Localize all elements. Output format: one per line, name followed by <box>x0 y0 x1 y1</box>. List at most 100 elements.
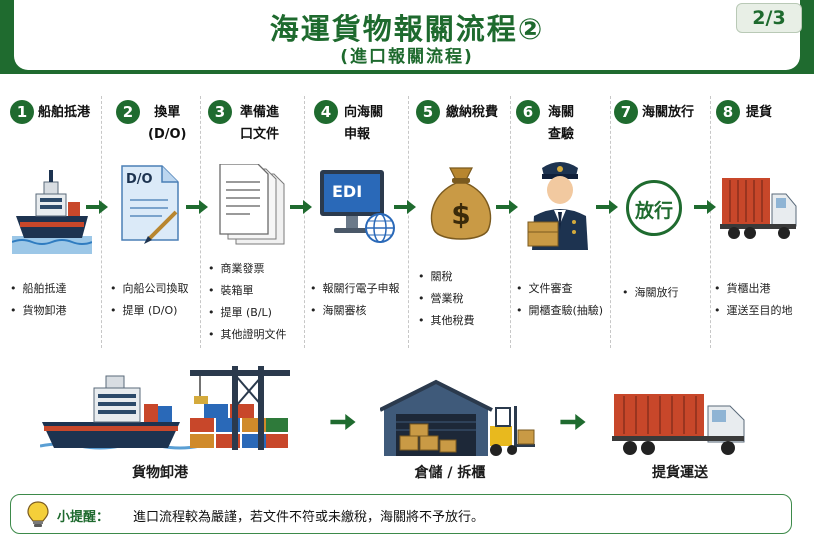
list-item: 其他證明文件 <box>208 324 287 346</box>
step-5-title: 繳納稅費 <box>446 105 499 120</box>
step-1-title: 船舶抵港 <box>38 105 91 120</box>
arrow-right-icon <box>186 200 208 214</box>
step-4-bullets: 報關行電子申報 海關審核 <box>310 278 400 322</box>
arrow-right-icon <box>394 200 416 214</box>
step-5-number: 5 <box>416 100 440 124</box>
step-6-header: 6 海關 查驗 <box>514 92 610 142</box>
header-bar <box>0 0 814 74</box>
tip-box: 小提醒： 進口流程較為嚴謹，若文件不符或未繳稅，海關將不予放行。 <box>10 494 792 534</box>
column-divider <box>510 96 511 348</box>
list-item: 海關放行 <box>622 282 679 304</box>
step-6: 6 海關 查驗 文件審查 開櫃查驗(抽驗) <box>514 92 610 352</box>
document-shape <box>121 165 179 244</box>
step-2: 2 換單 (D/O) D/O 向船公司換取 提單 (D/O) <box>106 92 202 352</box>
bottom-flow: 貨物卸港 倉儲 / 拆櫃 提貨運送 <box>0 366 814 486</box>
step-5-bullets: 關稅 營業稅 其他稅費 <box>418 266 475 332</box>
step-6-bullets: 文件審查 開櫃查驗(抽驗) <box>516 278 604 322</box>
step-8-title: 提貨 <box>746 105 773 120</box>
page-subtitle: (進口報關流程) <box>340 47 474 67</box>
release-stamp-icon: 放行 <box>626 180 682 236</box>
document-label: D/O <box>126 172 153 187</box>
column-divider <box>710 96 711 348</box>
step-8: 8 提貨 貨櫃出港 運送至目的地 <box>712 92 808 352</box>
step-6-title: 海關 查驗 <box>548 105 575 142</box>
lightbulb-icon <box>27 501 49 527</box>
list-item: 報關行電子申報 <box>310 278 400 300</box>
tip-text: 進口流程較為嚴謹，若文件不符或未繳稅，海關將不予放行。 <box>133 510 485 525</box>
list-item: 貨櫃出港 <box>714 278 793 300</box>
step-4: 4 向海關 申報 EDI 報關行電子申報 海關審核 <box>308 92 408 352</box>
list-item: 貨物卸港 <box>10 300 67 322</box>
list-item: 關稅 <box>418 266 475 288</box>
step-8-header: 8 提貨 <box>712 92 808 136</box>
step-8-bullets: 貨櫃出港 運送至目的地 <box>714 278 793 322</box>
document-stack-icon <box>219 164 285 245</box>
header-panel <box>14 0 800 70</box>
step-5: 5 繳納稅費 $ 關稅 營業稅 其他稅費 <box>412 92 510 352</box>
step-1-header: 1 船舶抵港 <box>8 92 100 136</box>
container-truck-icon <box>720 178 797 239</box>
list-item: 船舶抵達 <box>10 278 67 300</box>
step-7-number: 7 <box>614 100 638 124</box>
column-divider <box>304 96 305 348</box>
cargo-ship-icon <box>12 170 92 254</box>
step-5-header: 5 繳納稅費 <box>412 92 510 136</box>
svg-text:$: $ <box>451 198 470 231</box>
column-divider <box>610 96 611 348</box>
step-1-bullets: 船舶抵達 貨物卸港 <box>10 278 67 322</box>
step-3-bullets: 商業發票 裝箱單 提單 (B/L) 其他證明文件 <box>208 258 287 346</box>
step-2-title: 換單 (D/O) <box>148 105 187 142</box>
list-item: 裝箱單 <box>208 280 287 302</box>
step-1: 1 船舶抵港 船舶抵達 貨物卸港 <box>8 92 100 352</box>
step-3-number: 3 <box>208 100 232 124</box>
step-7-title: 海關放行 <box>642 105 695 120</box>
step-3-header: 3 準備進 口文件 <box>204 92 304 142</box>
step-6-number: 6 <box>516 100 540 124</box>
step-4-number: 4 <box>314 100 338 124</box>
computer-shape <box>320 170 395 243</box>
column-divider <box>408 96 409 348</box>
step-3: 3 準備進 口文件 商業發票 裝箱單 提單 (B/L) 其他證明文件 <box>204 92 304 352</box>
step-2-bullets: 向船公司換取 提單 (D/O) <box>110 278 189 322</box>
bottom-caption-3: 提貨運送 <box>652 465 708 481</box>
arrow-right-icon <box>86 200 108 214</box>
step-2-header: 2 換單 (D/O) <box>106 92 202 142</box>
column-divider <box>200 96 201 348</box>
list-item: 營業稅 <box>418 288 475 310</box>
list-item: 海關審核 <box>310 300 400 322</box>
money-bag-icon: $ <box>430 167 492 240</box>
bottom-caption-1: 貨物卸港 <box>132 465 188 481</box>
list-item: 運送至目的地 <box>714 300 793 322</box>
arrow-right-icon <box>694 200 716 214</box>
list-item: 商業發票 <box>208 258 287 280</box>
delivery-order-document-icon: D/O <box>118 164 184 244</box>
list-item: 開櫃查驗(抽驗) <box>516 300 604 322</box>
step-1-number: 1 <box>10 100 34 124</box>
list-item: 其他稅費 <box>418 310 475 332</box>
step-7: 7 海關放行 放行 海關放行 <box>612 92 710 352</box>
step-4-title: 向海關 申報 <box>344 105 384 142</box>
step-7-bullets: 海關放行 <box>622 282 679 304</box>
page-title: 海運貨物報關流程② <box>269 12 545 46</box>
list-item: 文件審查 <box>516 278 603 300</box>
warehouse-forklift-icon <box>380 379 535 456</box>
list-item: 提單 (B/L) <box>208 302 287 324</box>
step-8-number: 8 <box>716 100 740 124</box>
edi-computer-icon: EDI <box>318 168 398 248</box>
arrow-right-icon <box>596 200 618 214</box>
step-2-number: 2 <box>116 100 140 124</box>
arrow-right-icon <box>330 414 356 430</box>
process-steps: 1 船舶抵港 船舶抵達 貨物卸港 2 換單 <box>0 92 814 352</box>
screen-label: EDI <box>332 182 363 201</box>
arrow-right-icon <box>290 200 312 214</box>
port-ship-crane-icon <box>40 366 290 450</box>
list-item: 向船公司換取 <box>110 278 189 300</box>
list-item: 提單 (D/O) <box>110 300 189 322</box>
stamp-label: 放行 <box>634 200 673 222</box>
customs-officer-icon <box>527 162 588 250</box>
column-divider <box>101 96 102 348</box>
page-indicator: 2/3 <box>736 3 802 33</box>
arrow-right-icon <box>560 414 586 430</box>
arrow-right-icon <box>496 200 518 214</box>
bottom-caption-2: 倉儲 / 拆櫃 <box>414 465 486 481</box>
